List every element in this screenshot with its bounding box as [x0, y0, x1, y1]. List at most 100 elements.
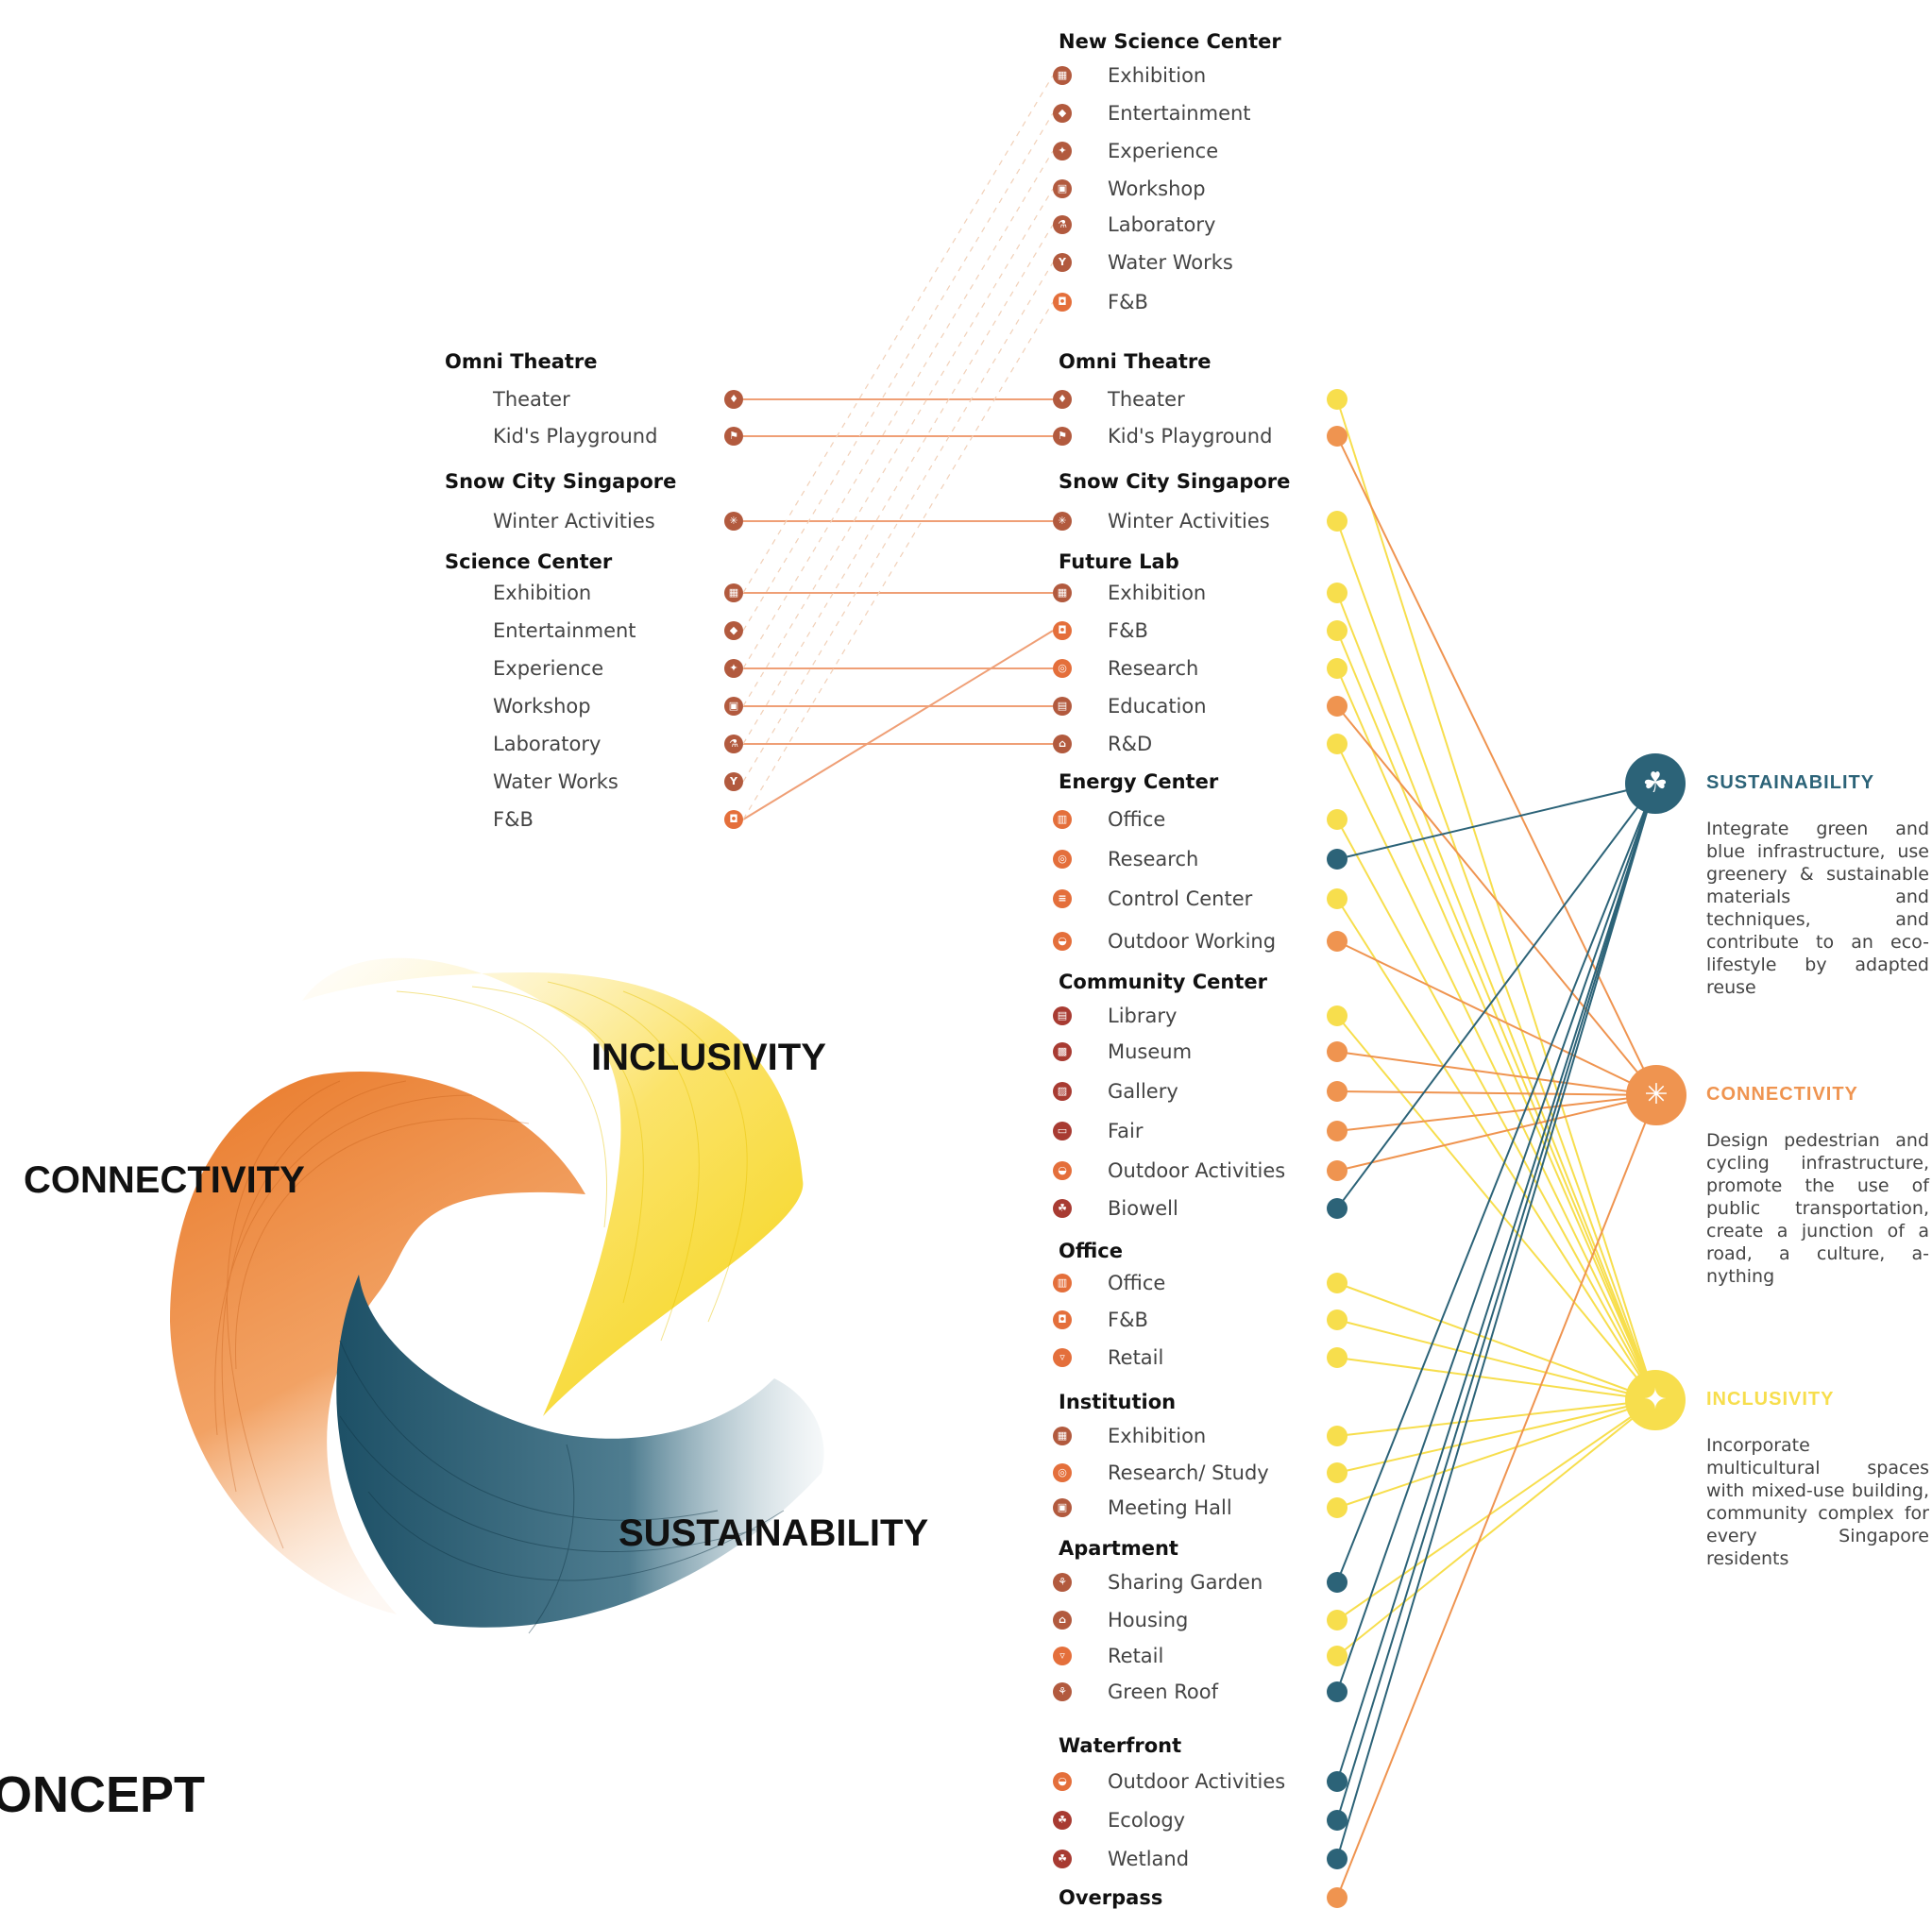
pillar-link-dot-sustainability [1327, 1771, 1347, 1792]
pillar-link-dot-inclusivity [1327, 658, 1347, 679]
existing-group-title: Snow City Singapore [445, 470, 677, 493]
pillar-link-dot-connectivity [1327, 1081, 1347, 1102]
pillar-link-dot-sustainability [1327, 1572, 1347, 1593]
pillar-link-line [1336, 783, 1656, 860]
proposed-program-label: Kid's Playground [1108, 425, 1273, 448]
leaf-icon: ☘ [1053, 1199, 1072, 1218]
water-works-icon: Y [724, 772, 743, 791]
leaf-icon: ☘ [1053, 1850, 1072, 1868]
research-icon: ◎ [1053, 1463, 1072, 1482]
outdoor-icon: ◒ [1053, 1161, 1072, 1180]
theater-icon: ♦ [1053, 390, 1072, 409]
proposed-group-title: Institution [1059, 1391, 1177, 1413]
pillar-link-line [1336, 667, 1656, 1401]
exhibition-icon: ▦ [1053, 583, 1072, 602]
proposed-group-title: Waterfront [1059, 1734, 1182, 1757]
cart-icon: ▿ [1053, 1647, 1072, 1665]
food-icon: ◘ [1053, 293, 1072, 312]
pillar-link-line [1336, 1282, 1656, 1401]
playground-icon: ⚑ [1053, 427, 1072, 446]
pillar-link-dot-inclusivity [1327, 511, 1347, 532]
pillar-link-dot-connectivity [1327, 1887, 1347, 1908]
pillar-link-dot-connectivity [1327, 696, 1347, 717]
pillar-link-dot-sustainability [1327, 849, 1347, 870]
proposed-program-label: Retail [1108, 1645, 1164, 1667]
existing-group-title: Science Center [445, 550, 613, 573]
relocation-line [742, 188, 1054, 707]
proposed-program-label: Laboratory [1108, 213, 1216, 236]
proposed-program-label: Wetland [1108, 1848, 1190, 1870]
relocation-line [742, 301, 1054, 820]
proposed-program-label: Experience [1108, 140, 1219, 162]
swirl-label-connectivity: CONNECTIVITY [24, 1159, 305, 1201]
pillar-link-dot-sustainability [1327, 1681, 1347, 1702]
people-icon: ✦ [1625, 1370, 1686, 1430]
pillar-link-dot-inclusivity [1327, 1005, 1347, 1026]
pillar-link-line [1336, 1399, 1656, 1657]
proposed-program-label: Housing [1108, 1609, 1189, 1631]
migration-line [742, 630, 1054, 820]
pillar-link-dot-connectivity [1327, 426, 1347, 447]
pillar-link-line [1336, 435, 1657, 1096]
relocation-line [742, 75, 1054, 594]
rnd-icon: ⌂ [1053, 735, 1072, 753]
pillar-link-line [1336, 630, 1656, 1401]
pillar-link-dot-connectivity [1327, 1041, 1347, 1062]
pillar-link-dot-sustainability [1327, 1810, 1347, 1831]
garden-icon: ⚘ [1053, 1573, 1072, 1592]
proposed-program-label: Exhibition [1108, 1425, 1207, 1447]
pillar-link-dot-sustainability [1327, 1849, 1347, 1869]
proposed-program-label: Exhibition [1108, 582, 1207, 604]
gallery-icon: ▨ [1053, 1082, 1072, 1101]
proposed-program-label: R&D [1108, 733, 1153, 755]
proposed-program-label: Exhibition [1108, 64, 1207, 87]
snowflake-icon: ✳ [1053, 512, 1072, 531]
existing-program-label: Winter Activities [493, 510, 655, 532]
proposed-program-label: Workshop [1108, 177, 1206, 200]
control-icon: ≡ [1053, 889, 1072, 908]
workshop-icon: ▣ [724, 697, 743, 716]
fair-icon: ▭ [1053, 1122, 1072, 1140]
pillar-link-line [1336, 783, 1656, 1821]
existing-program-label: Water Works [493, 770, 619, 793]
pillar-link-dot-sustainability [1327, 1198, 1347, 1219]
pillar-link-line [1336, 743, 1656, 1401]
proposed-program-label: Retail [1108, 1346, 1164, 1369]
pillar-link-line [1336, 1319, 1656, 1401]
playground-icon: ⚑ [724, 427, 743, 446]
proposed-program-label: Office [1108, 808, 1166, 831]
existing-program-label: Workshop [493, 695, 591, 718]
proposed-program-label: Sharing Garden [1108, 1571, 1263, 1594]
swirl-yellow-blade [302, 957, 804, 1416]
existing-group-title: Omni Theatre [445, 350, 598, 373]
proposed-group-title: Office [1059, 1240, 1123, 1262]
pillar-description-connectivity: Design pedestrian and cycling infrastruc… [1706, 1130, 1929, 1287]
pillar-link-dot-inclusivity [1327, 809, 1347, 830]
museum-icon: ▩ [1053, 1042, 1072, 1061]
proposed-program-label: Biowell [1108, 1197, 1178, 1220]
pillar-description-inclusivity: Incorporate multicultural spaces with mi… [1706, 1435, 1929, 1569]
food-icon: ◘ [1053, 621, 1072, 640]
proposed-program-label: Meeting Hall [1108, 1496, 1232, 1519]
pillar-link-dot-inclusivity [1327, 389, 1347, 410]
laboratory-icon: ⚗ [724, 735, 743, 753]
pillar-link-line [1336, 783, 1656, 1693]
pillar-link-line [1336, 1094, 1657, 1172]
proposed-group-title: Future Lab [1059, 550, 1179, 573]
pillar-link-line [1336, 940, 1657, 1096]
exhibition-icon: ▦ [1053, 66, 1072, 85]
pillar-link-dot-inclusivity [1327, 1646, 1347, 1666]
experience-icon: ✦ [724, 659, 743, 678]
research-icon: ◎ [1053, 659, 1072, 678]
cart-icon: ▿ [1053, 1348, 1072, 1367]
existing-program-label: Laboratory [493, 733, 602, 755]
pillar-link-dot-connectivity [1327, 1160, 1347, 1181]
existing-program-label: Kid's Playground [493, 425, 658, 448]
relocation-line [742, 224, 1054, 745]
existing-program-label: Entertainment [493, 619, 636, 642]
pillar-link-dot-inclusivity [1327, 1347, 1347, 1368]
relocation-line [742, 262, 1054, 783]
swirl-label-inclusivity: INCLUSIVITY [591, 1037, 826, 1078]
outdoor-icon: ◒ [1053, 1772, 1072, 1791]
